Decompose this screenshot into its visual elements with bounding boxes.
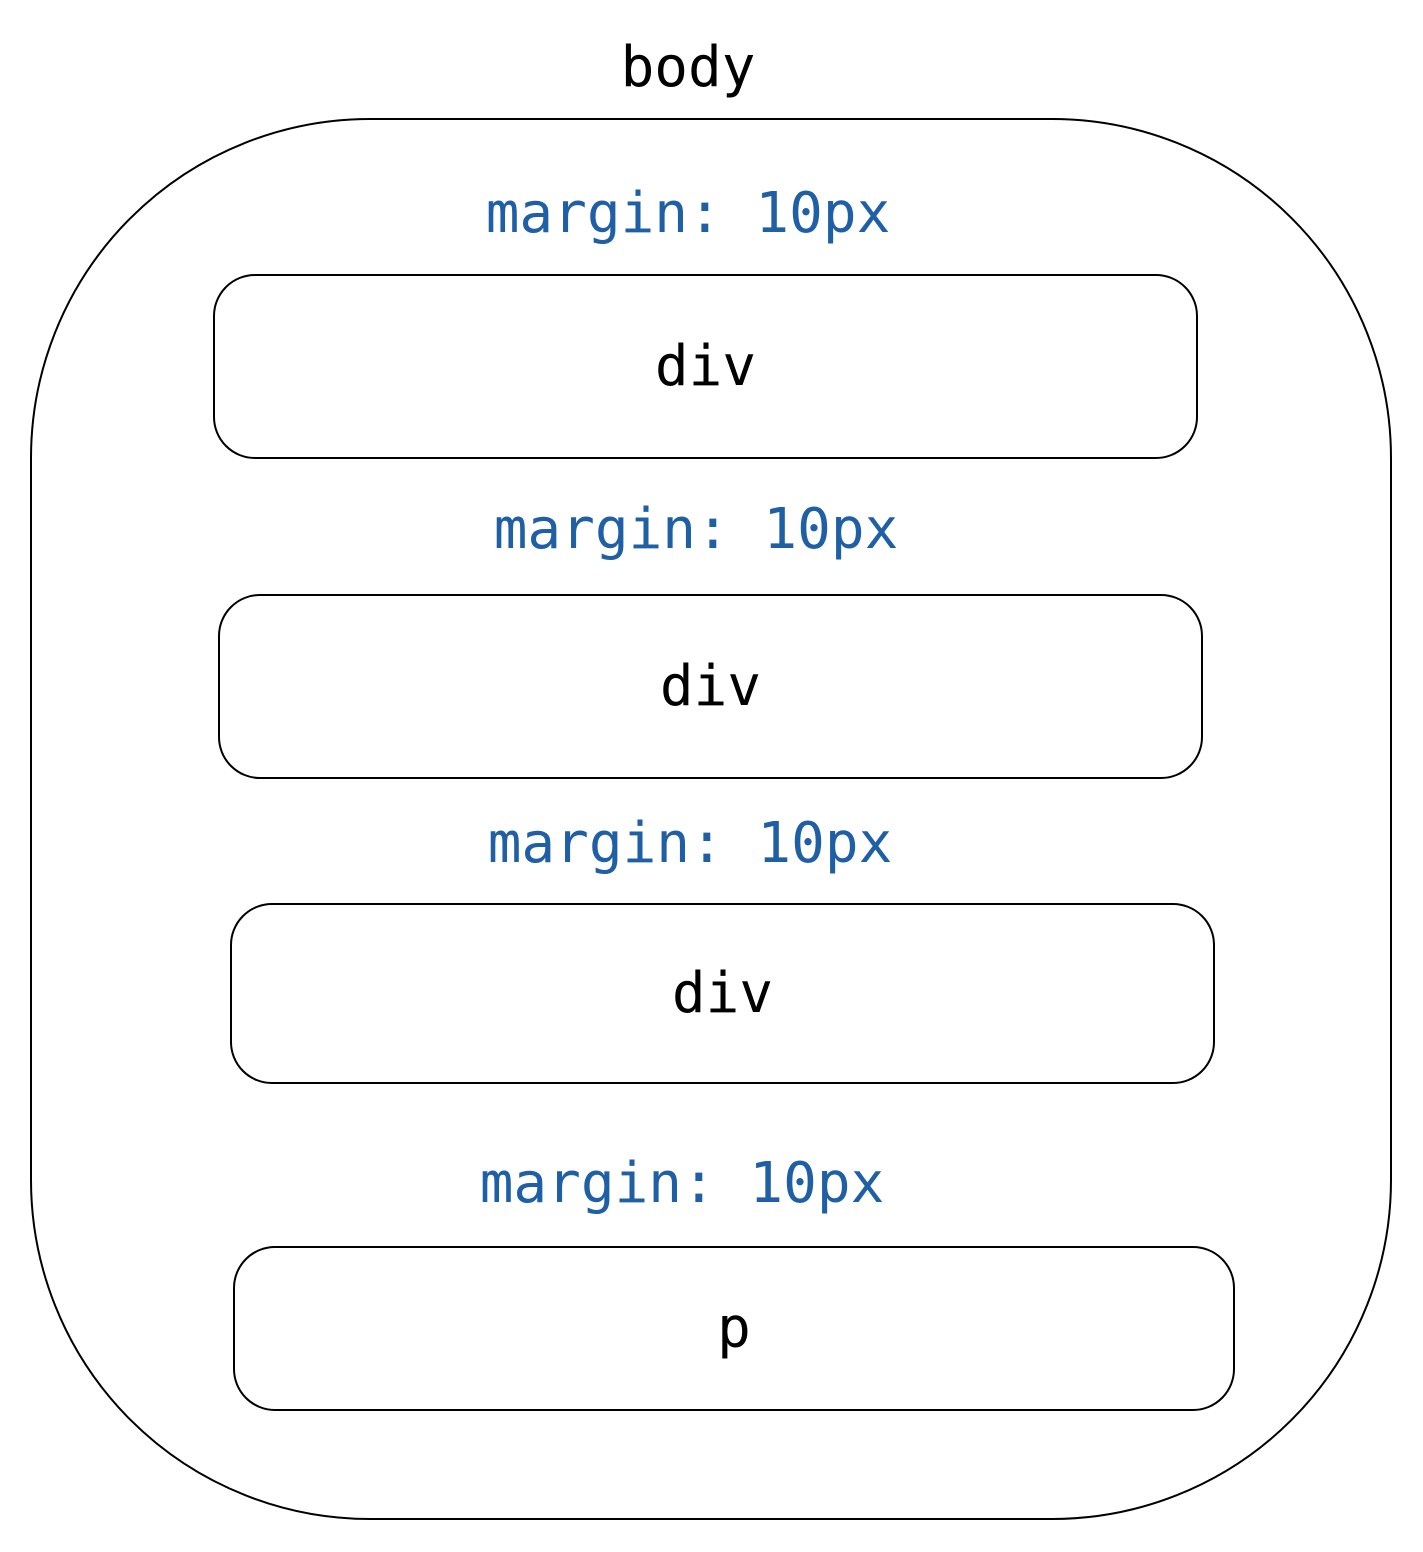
div-box-2-label: div [659,653,762,719]
body-container [30,118,1392,1520]
margin-label-2: margin: 10px [493,497,899,562]
margin-label-1: margin: 10px [485,181,891,246]
div-box-1-label: div [654,333,757,399]
div-box-3: div [230,903,1215,1084]
p-box-label: p [717,1295,751,1361]
margin-label-4: margin: 10px [479,1151,885,1216]
div-box-2: div [218,594,1203,779]
margin-label-3: margin: 10px [487,811,893,876]
diagram-title: body [620,35,756,100]
div-box-3-label: div [671,960,774,1026]
div-box-1: div [213,274,1198,459]
p-box: p [233,1246,1235,1411]
